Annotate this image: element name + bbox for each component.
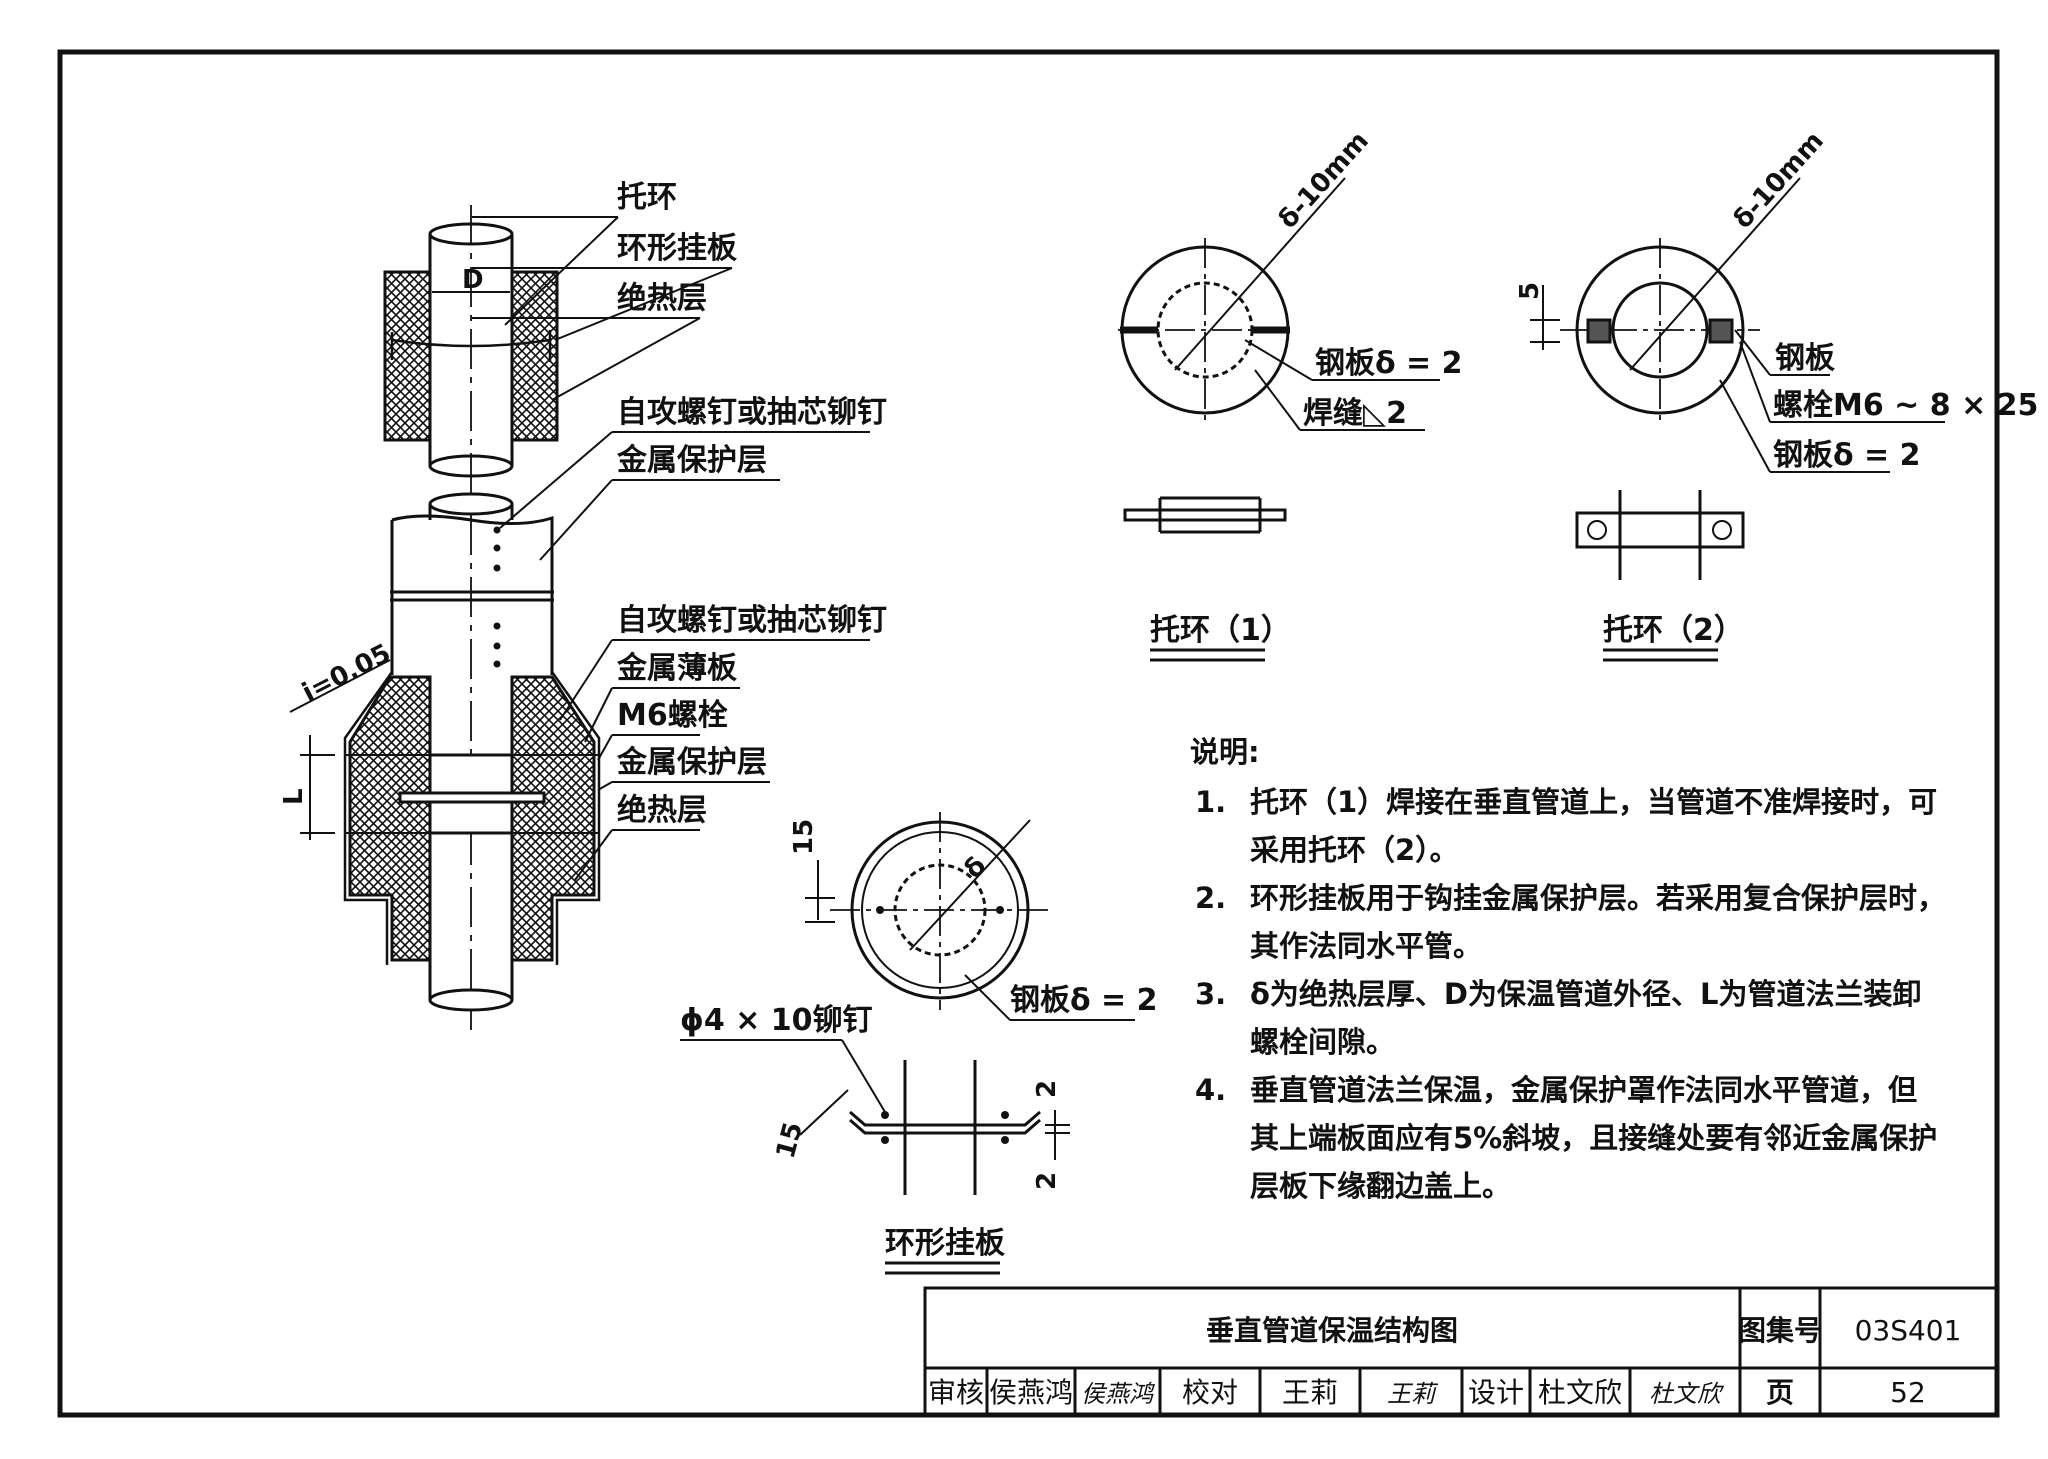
checker-name: 王莉 — [1282, 1376, 1338, 1409]
designer-name: 杜文欣 — [1538, 1376, 1622, 1409]
label-insulation-top: 绝热层 — [617, 281, 707, 316]
check-label: 校对 — [1182, 1376, 1238, 1409]
label-metal-jacket-1: 金属保护层 — [616, 443, 767, 478]
reviewer-name: 侯燕鸿 — [989, 1376, 1073, 1409]
label-dim-15-a: 15 — [789, 819, 819, 855]
label-metal-jacket-2: 金属保护层 — [616, 745, 767, 780]
atlas-number: 03S401 — [1855, 1314, 1962, 1347]
notes-list: 1. 托环（1）焊接在垂直管道上，当管道不准焊接时，可 采用托环（2）。 2. … — [1195, 785, 1946, 1203]
note-number: 3. — [1195, 977, 1226, 1011]
caption-ring-hanger: 环形挂板 — [885, 1226, 1005, 1261]
label-delta-10-a: δ-10mm — [1273, 126, 1375, 235]
label-screw-1: 自攻螺钉或抽芯铆钉 — [617, 395, 887, 430]
reviewer-signature: 侯燕鸿 — [1081, 1380, 1155, 1408]
label-weld: 焊缝◺2 — [1303, 396, 1407, 431]
label-dim-D: D — [462, 265, 484, 295]
atlas-label: 图集号 — [1738, 1314, 1822, 1347]
page-label: 页 — [1766, 1376, 1794, 1409]
drawing-title: 垂直管道保温结构图 — [1206, 1314, 1458, 1347]
ring-hanger-section — [680, 1039, 1070, 1195]
label-steel-plate-c: 钢板δ = 2 — [1773, 438, 1921, 473]
note-line: 采用托环（2）。 — [1250, 833, 1459, 867]
vertical-pipe-elevation — [289, 205, 601, 1030]
notes-heading: 说明: — [1190, 735, 1260, 769]
support-ring-1-drawing — [1118, 177, 1440, 534]
note-line: 层板下缘翻边盖上。 — [1250, 1169, 1511, 1203]
label-insulation-bottom: 绝热层 — [617, 793, 707, 828]
note-line: 环形挂板用于钩挂金属保护层。若采用复合保护层时， — [1250, 881, 1946, 915]
label-dim-L: L — [279, 788, 309, 805]
design-label: 设计 — [1468, 1376, 1524, 1409]
sheet-border — [57, 49, 2000, 1418]
checker-signature: 王莉 — [1387, 1380, 1439, 1408]
note-line: 托环（1）焊接在垂直管道上，当管道不准焊接时，可 — [1250, 785, 1937, 819]
caption-support-ring-1: 托环（1） — [1150, 613, 1291, 648]
caption-support-ring-2: 托环（2） — [1603, 613, 1744, 648]
label-screw-2: 自攻螺钉或抽芯铆钉 — [617, 603, 887, 638]
note-number: 1. — [1195, 785, 1226, 819]
note-line: 垂直管道法兰保温，金属保护罩作法同水平管道，但 — [1250, 1073, 1917, 1107]
leader-lines — [472, 216, 870, 881]
note-number: 4. — [1195, 1073, 1226, 1107]
note-line: 其上端板面应有5%斜坡，且接缝处要有邻近金属保护 — [1250, 1121, 1937, 1155]
label-steel-plate-d: 钢板δ = 2 — [1010, 983, 1158, 1018]
note-line: δ为绝热层厚、D为保温管道外径、L为管道法兰装卸 — [1250, 977, 1921, 1011]
label-ring-hanger: 环形挂板 — [617, 231, 737, 266]
note-line: 其作法同水平管。 — [1250, 929, 1482, 963]
review-label: 审核 — [928, 1376, 984, 1409]
note-number: 2. — [1195, 881, 1226, 915]
label-dim-delta: δ — [959, 851, 993, 885]
label-metal-sheet: 金属薄板 — [616, 651, 737, 686]
label-delta-10-b: δ-10mm — [1728, 126, 1830, 235]
label-bolt-m6: 螺栓M6 ~ 8 × 25 — [1773, 388, 2038, 423]
support-ring-2-drawing — [1530, 177, 1945, 580]
note-line: 螺栓间隙。 — [1250, 1025, 1395, 1059]
label-steel-plate-b: 钢板 — [1775, 341, 1835, 376]
label-dim-2-b: 2 — [1032, 1172, 1062, 1190]
designer-signature: 杜文欣 — [1649, 1380, 1725, 1408]
page-number: 52 — [1890, 1376, 1926, 1409]
label-dim-15-b: 15 — [771, 1119, 809, 1162]
label-support-ring: 托环 — [617, 180, 677, 215]
label-rivet: ϕ4 × 10铆钉 — [680, 1003, 873, 1038]
ring-hanger-plan — [805, 812, 1135, 1021]
label-m6-bolt: M6螺栓 — [617, 698, 728, 733]
caption-underlines — [885, 648, 1718, 1275]
title-block-frame — [923, 1286, 1999, 1417]
label-steel-plate-a: 钢板δ = 2 — [1315, 346, 1463, 381]
label-dim-5: 5 — [1515, 282, 1545, 300]
label-dim-2-a: 2 — [1032, 1080, 1062, 1098]
